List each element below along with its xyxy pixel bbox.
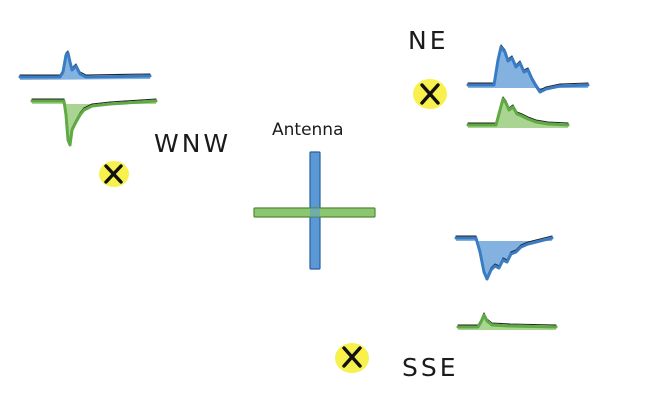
x-mark-icon: [342, 346, 362, 368]
antenna-vertical-overlap: [310, 208, 320, 217]
ne-label: NE: [408, 26, 449, 55]
wnw-green-waveform: [30, 98, 158, 147]
sse-blue-waveform: [454, 235, 554, 281]
x-mark-icon: [420, 83, 440, 105]
antenna-label: Antenna: [272, 120, 344, 140]
ne-green-waveform: [466, 96, 570, 128]
x-mark-icon: [104, 164, 123, 184]
ne-blue-waveform: [466, 44, 590, 94]
wnw-blue-waveform: [18, 50, 152, 80]
sse-label: SSE: [402, 353, 459, 382]
sse-source-marker: [335, 343, 369, 373]
wnw-label: WNW: [154, 129, 231, 158]
sse-green-waveform: [456, 312, 558, 330]
wnw-source-marker: [99, 161, 129, 187]
antenna: [253, 151, 376, 270]
ne-source-marker: [413, 79, 447, 109]
